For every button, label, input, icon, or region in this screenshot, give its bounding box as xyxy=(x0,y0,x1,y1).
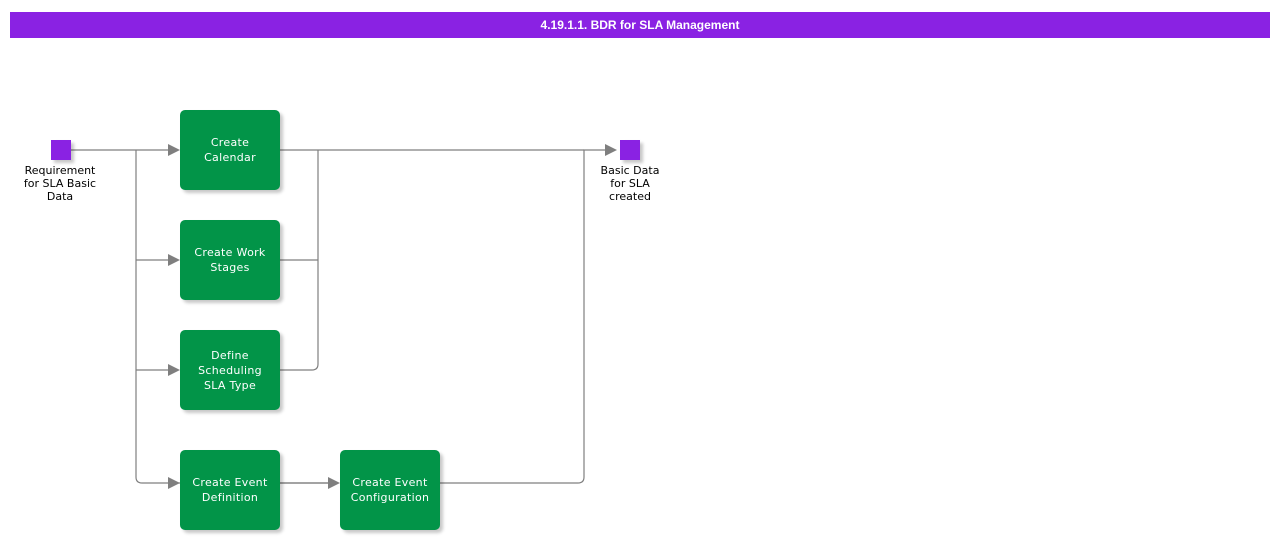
process-label-create-work-stages: Create Work Stages xyxy=(194,246,266,274)
arrowhead-create-work-stages xyxy=(168,254,180,266)
connector-event-config-to-end xyxy=(440,149,610,484)
process-box-create-work-stages[interactable]: Create Work Stages xyxy=(180,220,280,300)
process-label-create-calendar: Create Calendar xyxy=(204,136,256,164)
process-box-create-event-definition[interactable]: Create Event Definition xyxy=(180,450,280,530)
process-label-define-scheduling-sla-type: Define Scheduling SLA Type xyxy=(198,348,262,392)
start-event-label: Requirement for SLA Basic Data xyxy=(23,164,97,203)
process-box-define-scheduling-sla-type[interactable]: Define Scheduling SLA Type xyxy=(180,330,280,410)
arrowhead-define-scheduling-sla-type xyxy=(168,364,180,376)
arrowhead-create-calendar xyxy=(168,144,180,156)
page-title: 4.19.1.1. BDR for SLA Management xyxy=(540,18,740,32)
process-label-create-event-definition: Create Event Definition xyxy=(192,476,268,504)
arrowhead-end-event xyxy=(605,144,617,156)
page-title-bar: 4.19.1.1. BDR for SLA Management xyxy=(10,12,1270,38)
arrowhead-create-event-configuration xyxy=(328,477,340,489)
start-event-node[interactable] xyxy=(51,140,71,160)
process-box-create-event-configuration[interactable]: Create Event Configuration xyxy=(340,450,440,530)
end-event-node[interactable] xyxy=(620,140,640,160)
process-label-create-event-configuration: Create Event Configuration xyxy=(350,476,430,504)
connector-trunk-vertical xyxy=(135,150,330,484)
arrowhead-create-event-definition xyxy=(168,477,180,489)
connector-merge-vertical xyxy=(280,150,319,371)
process-box-create-calendar[interactable]: Create Calendar xyxy=(180,110,280,190)
end-event-label: Basic Data for SLA created xyxy=(600,164,660,203)
